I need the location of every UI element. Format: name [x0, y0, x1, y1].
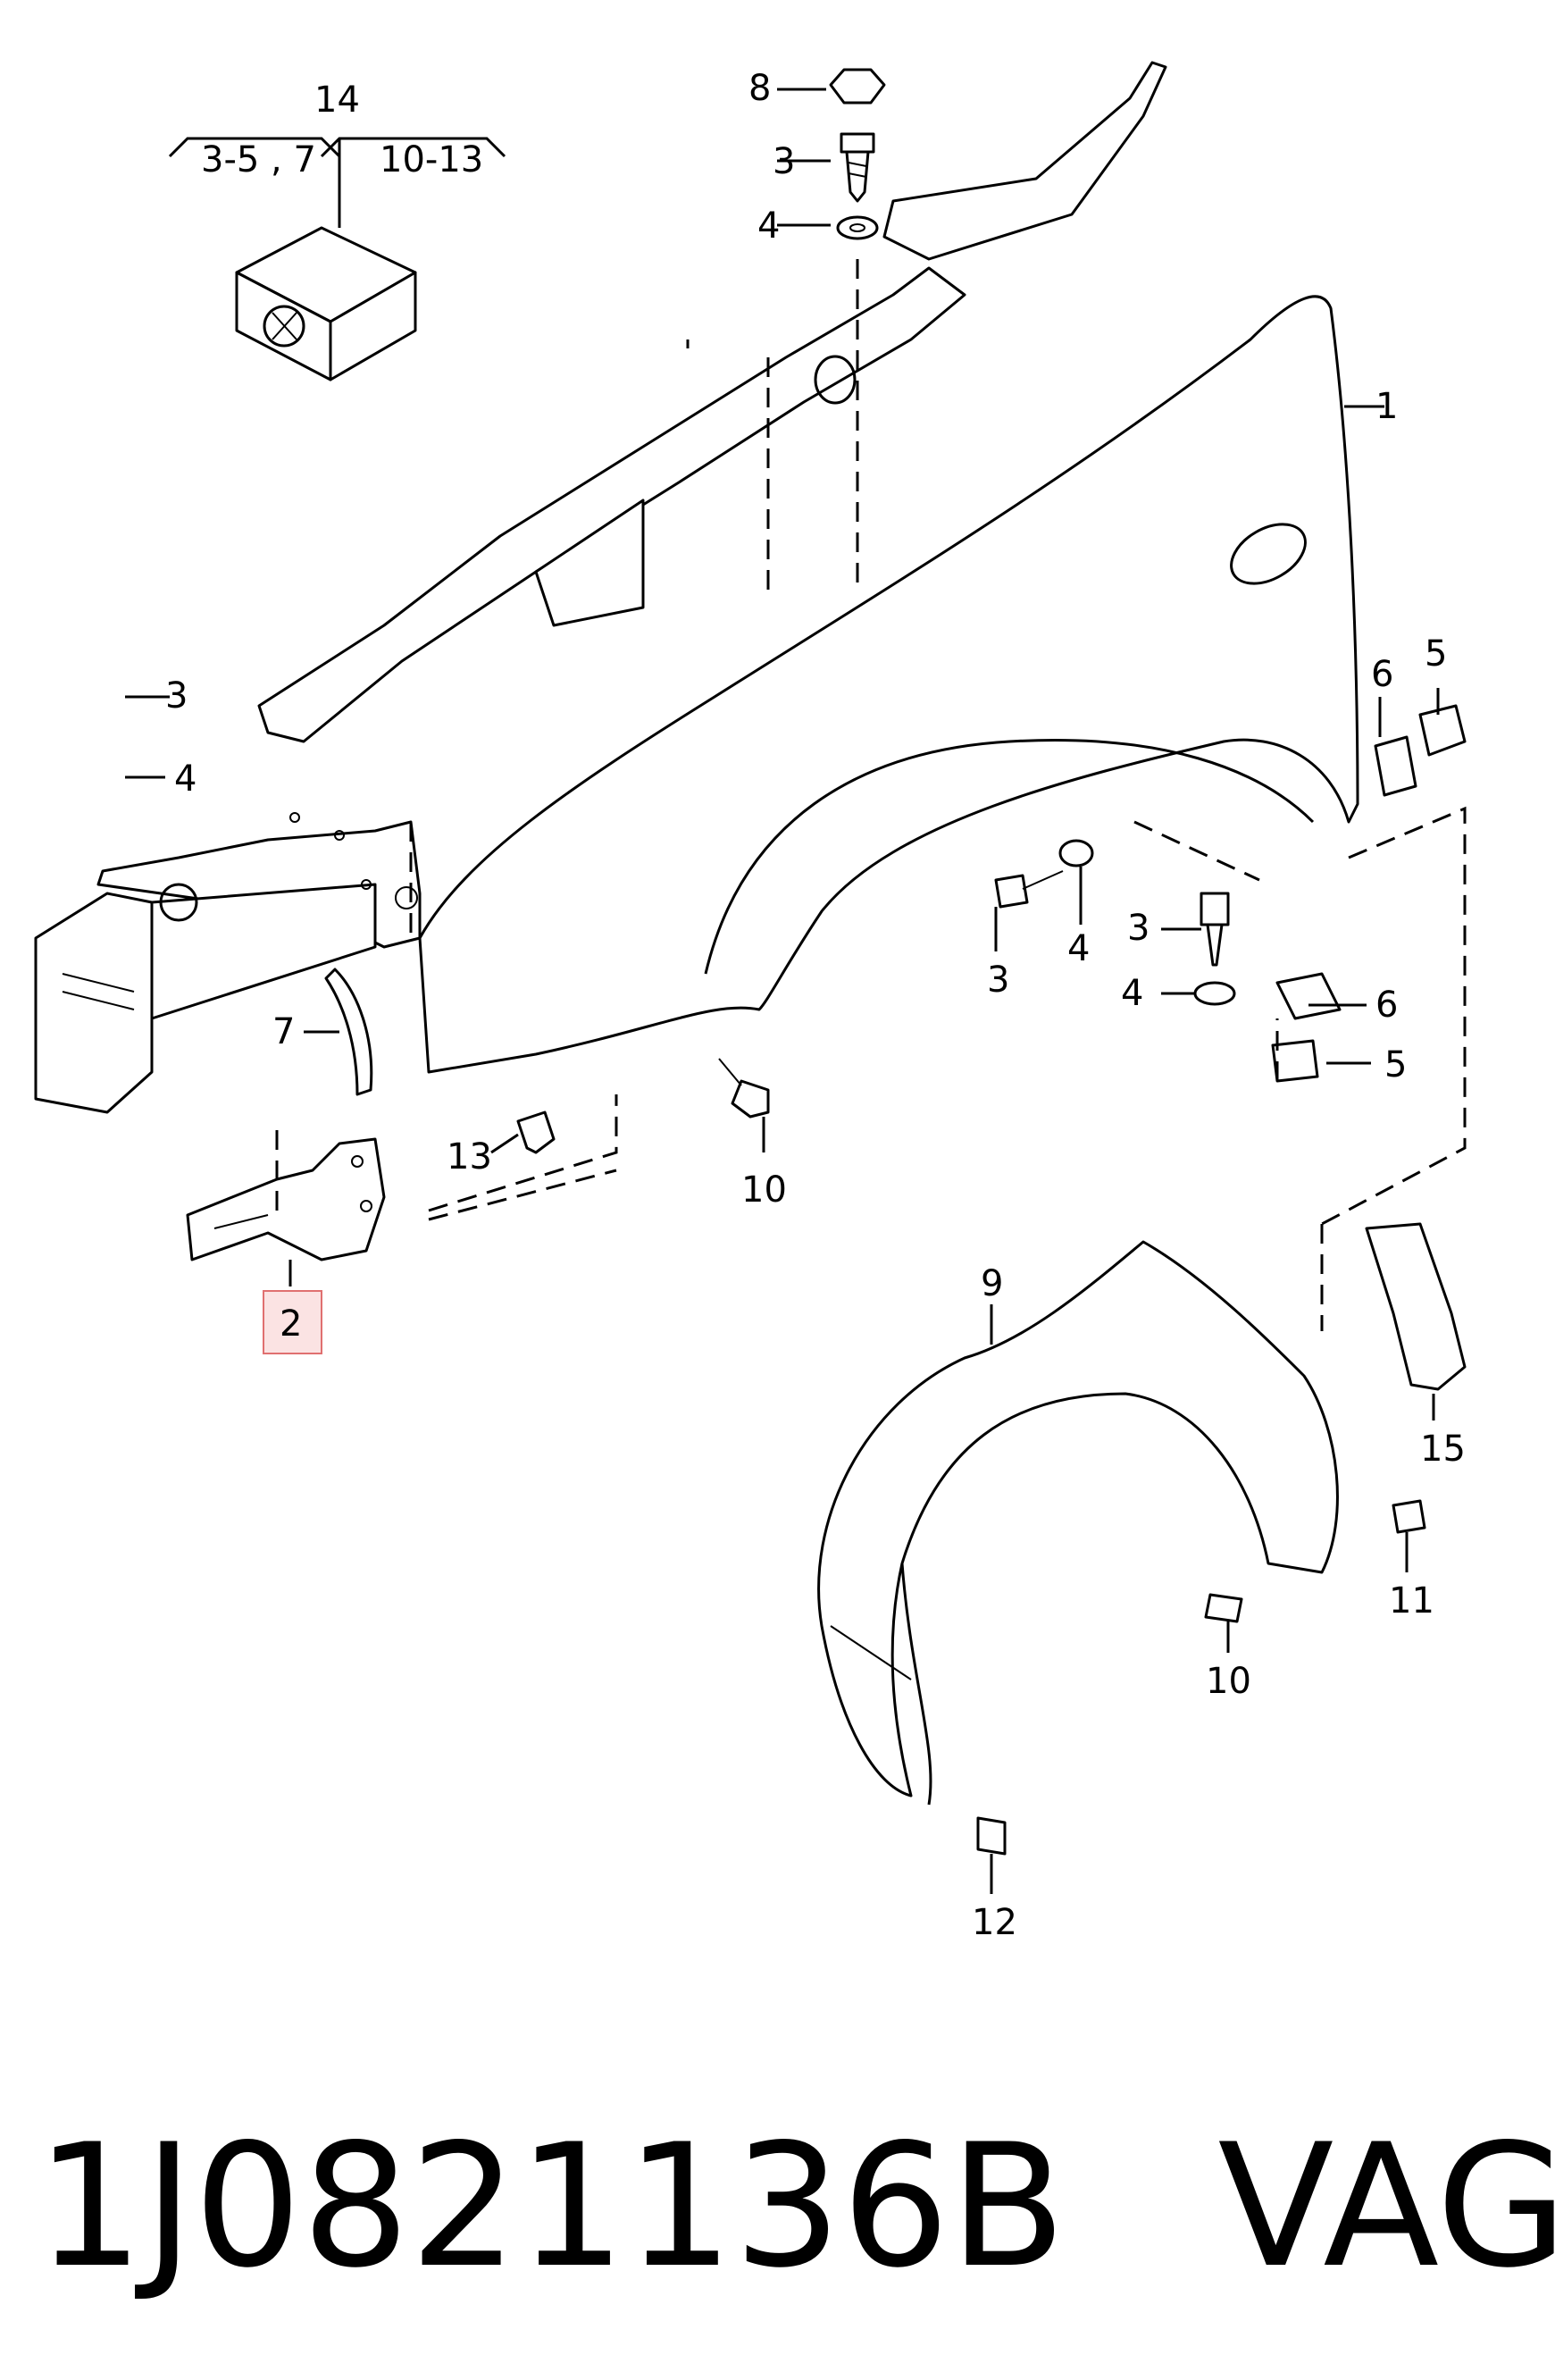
brand-name: VAG: [1217, 2108, 1555, 2305]
wheel-arch-liner-9: [817, 1240, 1339, 1806]
trim-strip-7: [324, 968, 373, 1096]
callout-3-mid-left: 3: [987, 960, 1009, 1001]
callout-14-right-group: 10-13: [380, 139, 483, 180]
callout-12: 12: [972, 1902, 1017, 1943]
leader-lines: [125, 405, 1440, 1894]
callout-1: 1: [1375, 386, 1398, 427]
top-fasteners: [777, 68, 886, 240]
kit-box-14: [168, 137, 506, 381]
footer: 1J0821136B VAG: [36, 2082, 1555, 2332]
callout-8: 8: [748, 68, 771, 109]
callout-3-top: 3: [773, 141, 795, 182]
callout-14: 14: [314, 80, 360, 121]
callout-6-lower: 6: [1375, 985, 1398, 1026]
callout-2: 2: [280, 1303, 302, 1345]
callout-2-highlight: 2: [263, 1290, 322, 1354]
callout-3-mid-right: 3: [1127, 908, 1150, 949]
callout-10-right: 10: [1206, 1661, 1251, 1702]
fender-1: [418, 295, 1359, 1074]
body-structure: [34, 61, 1167, 1114]
fasteners-13-10: [516, 1058, 770, 1154]
bracket-2: [186, 1137, 386, 1261]
callout-4-mid: 4: [1067, 928, 1090, 969]
callout-7: 7: [272, 1011, 295, 1052]
assembly-lines: [275, 259, 1467, 1331]
callout-5-lower: 5: [1384, 1044, 1407, 1085]
callout-3-left: 3: [165, 675, 188, 717]
callout-13: 13: [447, 1136, 492, 1177]
liner-fasteners: [976, 1499, 1426, 1856]
callout-6-upper: 6: [1371, 654, 1393, 695]
callout-5-upper: 5: [1425, 633, 1447, 675]
part-number: 1J0821136B: [36, 2108, 1066, 2305]
callout-4-left: 4: [174, 758, 196, 800]
callout-10-left: 10: [741, 1169, 787, 1211]
callout-4-right: 4: [1121, 973, 1143, 1014]
callout-14-left-group: 3-5 , 7: [201, 139, 316, 180]
liner-extension-15: [1365, 1222, 1467, 1391]
callout-4-top: 4: [757, 205, 780, 247]
callout-9: 9: [981, 1263, 1003, 1304]
right-fasteners: [994, 704, 1467, 1083]
callout-15: 15: [1420, 1429, 1466, 1470]
callout-labels: 14 3-5 , 7 10-13 8 3 4 1 3 4 6 5 4 3 3 4…: [165, 68, 1466, 1943]
callout-11: 11: [1389, 1580, 1434, 1622]
